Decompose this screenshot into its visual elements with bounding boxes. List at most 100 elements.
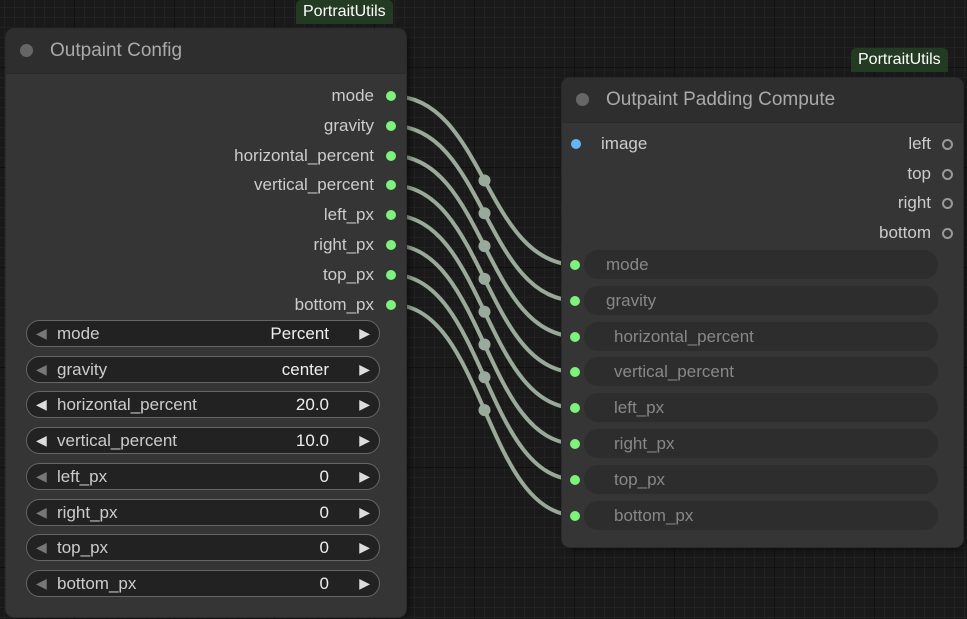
widget-value[interactable]: 0 [319, 573, 329, 593]
output-dot-icon[interactable] [386, 210, 396, 221]
link-midpoint-handle[interactable] [478, 240, 491, 253]
input-dot-icon[interactable] [570, 403, 580, 414]
link-midpoint-handle[interactable] [478, 371, 491, 384]
outpaint-config-node[interactable]: Outpaint Config mode gravity horizontal_pe… [6, 29, 406, 617]
input-dot-icon[interactable] [570, 260, 580, 270]
increment-arrow-icon[interactable]: ▶ [359, 325, 370, 341]
input-dot-icon[interactable] [570, 295, 580, 306]
input-dot-icon[interactable] [570, 331, 580, 342]
widget-value[interactable]: Percent [270, 324, 329, 343]
increment-arrow-icon[interactable]: ▶ [359, 432, 370, 449]
increment-arrow-icon[interactable]: ▶ [359, 396, 370, 413]
output-dot-icon[interactable] [386, 91, 396, 101]
link-right_px[interactable] [391, 243, 578, 446]
decrement-arrow-icon[interactable]: ◀ [36, 325, 47, 341]
widget-vertical_percent[interactable]: ◀ vertical_percent 10.0 ▶ [26, 427, 380, 455]
output-dot-icon[interactable] [942, 168, 953, 180]
output-dot-icon[interactable] [386, 180, 396, 191]
link-midpoint-handle[interactable] [478, 338, 491, 351]
decrement-arrow-icon[interactable]: ◀ [36, 574, 47, 591]
decrement-arrow-icon[interactable]: ◀ [36, 539, 47, 556]
link-midpoint-handle[interactable] [478, 305, 491, 318]
input-pin-mode[interactable]: mode [570, 250, 938, 279]
collapse-dot-icon[interactable] [576, 93, 589, 106]
link-vertical_percent[interactable] [391, 183, 578, 375]
widget-value[interactable]: 10.0 [295, 431, 329, 451]
increment-arrow-icon[interactable]: ▶ [359, 574, 370, 591]
output-slot-bottom_px[interactable]: bottom_px [295, 294, 396, 316]
collapse-dot-icon[interactable] [20, 44, 33, 57]
input-pin-top_px[interactable]: top_px [570, 464, 938, 494]
input-pin-label: horizontal_percent [614, 326, 754, 346]
output-dot-icon[interactable] [386, 240, 396, 250]
link-mode[interactable] [391, 94, 578, 267]
link-left_px[interactable] [391, 213, 578, 411]
output-slot-left_px[interactable]: left_px [324, 204, 396, 226]
output-slot-vertical_percent[interactable]: vertical_percent [254, 174, 396, 196]
output-dot-icon[interactable] [386, 150, 396, 161]
input-pin-bottom_px[interactable]: bottom_px [570, 500, 938, 530]
increment-arrow-icon[interactable]: ▶ [359, 539, 370, 556]
widget-name: left_px [57, 466, 108, 486]
input-pin-vertical_percent[interactable]: vertical_percent [570, 357, 938, 387]
output-slot-right_px[interactable]: right_px [314, 234, 396, 256]
output-dot-icon[interactable] [386, 299, 396, 310]
link-midpoint-handle[interactable] [478, 272, 491, 285]
input-dot-icon[interactable] [571, 139, 581, 149]
decrement-arrow-icon[interactable]: ◀ [36, 467, 47, 484]
link-gravity[interactable] [391, 123, 578, 303]
output-slot-mode[interactable]: mode [331, 85, 396, 107]
widget-right_px[interactable]: ◀ right_px 0 ▶ [26, 498, 380, 526]
output-slot-left[interactable]: left [908, 133, 953, 155]
input-pin-right_px[interactable]: right_px [570, 429, 938, 458]
output-slot-bottom[interactable]: bottom [879, 222, 953, 244]
increment-arrow-icon[interactable]: ▶ [359, 503, 370, 520]
output-slot-top[interactable]: top [907, 163, 953, 185]
decrement-arrow-icon[interactable]: ◀ [36, 503, 47, 520]
input-dot-icon[interactable] [570, 439, 580, 449]
outpaint-padding-compute-node[interactable]: Outpaint Padding Compute image left top rig… [562, 78, 963, 547]
widget-value[interactable]: 0 [319, 538, 329, 558]
output-slot-right[interactable]: right [898, 192, 953, 214]
widget-value[interactable]: 0 [319, 502, 329, 522]
link-bottom_px[interactable] [391, 302, 578, 518]
output-dot-icon[interactable] [942, 139, 953, 150]
output-dot-icon[interactable] [386, 269, 396, 280]
link-midpoint-handle[interactable] [478, 174, 491, 187]
output-dot-icon[interactable] [386, 120, 396, 131]
link-horizontal_percent[interactable] [391, 153, 578, 339]
widget-value[interactable]: 0 [319, 466, 329, 486]
input-pin-horizontal_percent[interactable]: horizontal_percent [570, 321, 938, 351]
decrement-arrow-icon[interactable]: ◀ [36, 396, 47, 413]
input-pin-left_px[interactable]: left_px [570, 393, 938, 423]
input-dot-icon[interactable] [570, 367, 580, 378]
link-top_px[interactable] [391, 272, 578, 482]
widget-name: vertical_percent [57, 431, 178, 451]
widget-name: right_px [57, 502, 118, 522]
output-dot-icon[interactable] [942, 228, 953, 240]
output-slot-gravity[interactable]: gravity [324, 115, 396, 137]
link-midpoint-handle[interactable] [478, 404, 491, 417]
link-midpoint-handle[interactable] [478, 207, 491, 220]
input-dot-icon[interactable] [570, 474, 580, 485]
input-slot-image[interactable]: image [571, 133, 647, 155]
output-slot-horizontal_percent[interactable]: horizontal_percent [234, 145, 396, 167]
increment-arrow-icon[interactable]: ▶ [359, 467, 370, 484]
decrement-arrow-icon[interactable]: ◀ [36, 360, 47, 377]
widget-left_px[interactable]: ◀ left_px 0 ▶ [26, 462, 380, 490]
node-title-bar[interactable]: Outpaint Config [6, 29, 406, 74]
decrement-arrow-icon[interactable]: ◀ [36, 432, 47, 449]
increment-arrow-icon[interactable]: ▶ [359, 360, 370, 377]
input-pin-gravity[interactable]: gravity [570, 285, 938, 315]
output-slot-top_px[interactable]: top_px [323, 264, 396, 286]
node-title-bar[interactable]: Outpaint Padding Compute [562, 78, 963, 123]
widget-value[interactable]: center [281, 359, 329, 379]
widget-value[interactable]: 20.0 [295, 395, 329, 415]
output-dot-icon[interactable] [942, 198, 953, 210]
input-dot-icon[interactable] [570, 510, 580, 521]
